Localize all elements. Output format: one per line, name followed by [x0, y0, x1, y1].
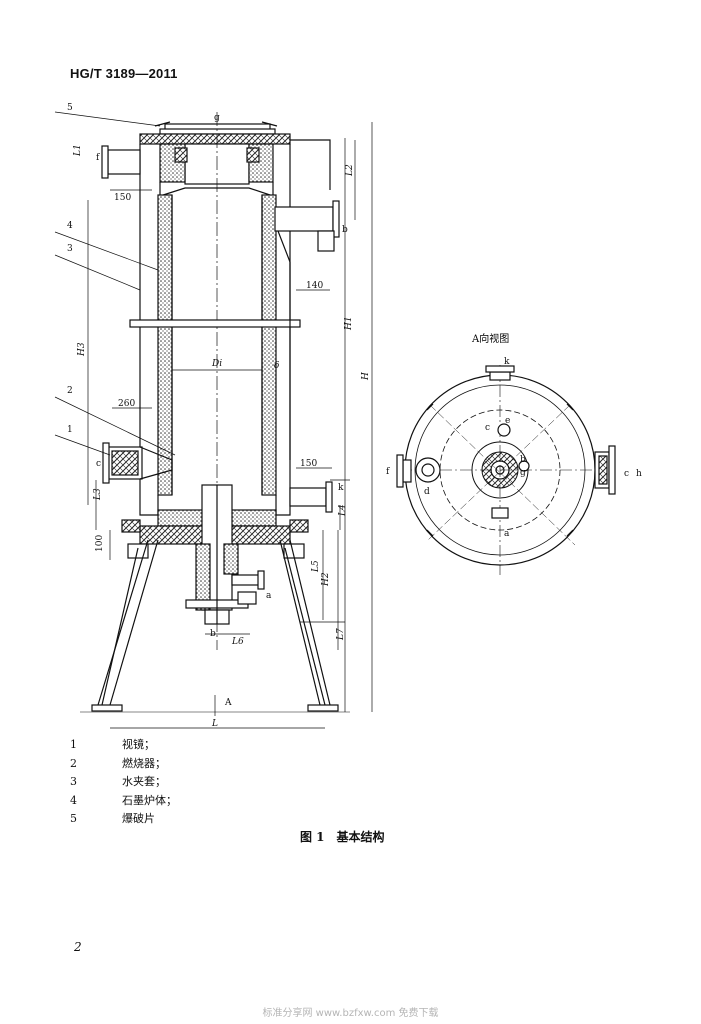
- leader-lines: [54, 111, 176, 456]
- letter-g: g: [214, 113, 220, 123]
- letter-a: a: [266, 591, 272, 601]
- a-direction-view: [396, 365, 616, 575]
- dim-H3: H3: [77, 342, 87, 357]
- figure-caption: 图 1 基本结构: [300, 830, 385, 844]
- callout-5: 5: [67, 103, 73, 113]
- page-number: 2: [74, 940, 82, 954]
- dim-L1: L1: [73, 144, 83, 157]
- nozzle-letters-front: g f b k c a b: [96, 113, 348, 639]
- a-letter-b: b: [520, 455, 526, 465]
- dim-L2: L2: [345, 164, 355, 177]
- letter-c: c: [96, 459, 101, 469]
- letter-k: k: [338, 483, 344, 493]
- dim-L3: L3: [93, 488, 103, 501]
- a-letter-f: f: [386, 467, 390, 477]
- callout-2: 2: [67, 386, 73, 396]
- dim-L6: L6: [231, 637, 244, 647]
- a-letter-d: d: [424, 487, 430, 497]
- dim-L: L: [211, 719, 218, 729]
- support-legs: [80, 539, 350, 713]
- dim-100: 100: [95, 535, 105, 552]
- dim-H1: H1: [344, 316, 354, 331]
- a-view-labels: A向视图 k f c h c e b g d a: [386, 332, 642, 539]
- letter-f: f: [96, 153, 100, 163]
- dim-H2: H2: [321, 572, 331, 587]
- letter-b-bottom: b: [210, 629, 216, 639]
- a-letter-a: a: [504, 529, 510, 539]
- dim-delta: δ: [274, 361, 279, 371]
- main-vessel: [101, 112, 340, 650]
- dim-L5: L5: [311, 560, 321, 573]
- callout-numbers: 5 4 3 2 1: [67, 103, 73, 435]
- dim-H: H: [361, 372, 371, 381]
- callout-4: 4: [67, 221, 73, 231]
- watermark: 标准分享网 www.bzfxw.com 免费下载: [262, 1008, 439, 1019]
- dim-260: 260: [118, 399, 135, 409]
- a-letter-k: k: [504, 357, 510, 367]
- dimension-text: 150 140 260 150 100 L1 L2 L3 L4 L5 L6 L7…: [73, 144, 371, 729]
- standard-number: HG/T 3189—2011: [70, 66, 178, 81]
- dim-150-bottom: 150: [300, 459, 317, 469]
- a-letter-h: h: [636, 469, 642, 479]
- view-arrow-A: A: [224, 698, 232, 708]
- callout-3: 3: [67, 244, 73, 254]
- a-view-title: A向视图: [471, 332, 509, 345]
- dim-140: 140: [306, 281, 323, 291]
- callout-1: 1: [67, 425, 73, 435]
- a-letter-c-inner: c: [485, 423, 490, 433]
- dim-L7: L7: [336, 628, 346, 641]
- dim-L4: L4: [338, 504, 348, 517]
- dimension-lines: [87, 122, 373, 729]
- letter-b: b: [342, 225, 348, 235]
- a-letter-c: c: [624, 469, 629, 479]
- dim-150-top: 150: [114, 193, 131, 203]
- dim-Di: Di: [211, 359, 222, 369]
- a-letter-e: e: [505, 416, 510, 426]
- a-letter-g: g: [520, 468, 526, 478]
